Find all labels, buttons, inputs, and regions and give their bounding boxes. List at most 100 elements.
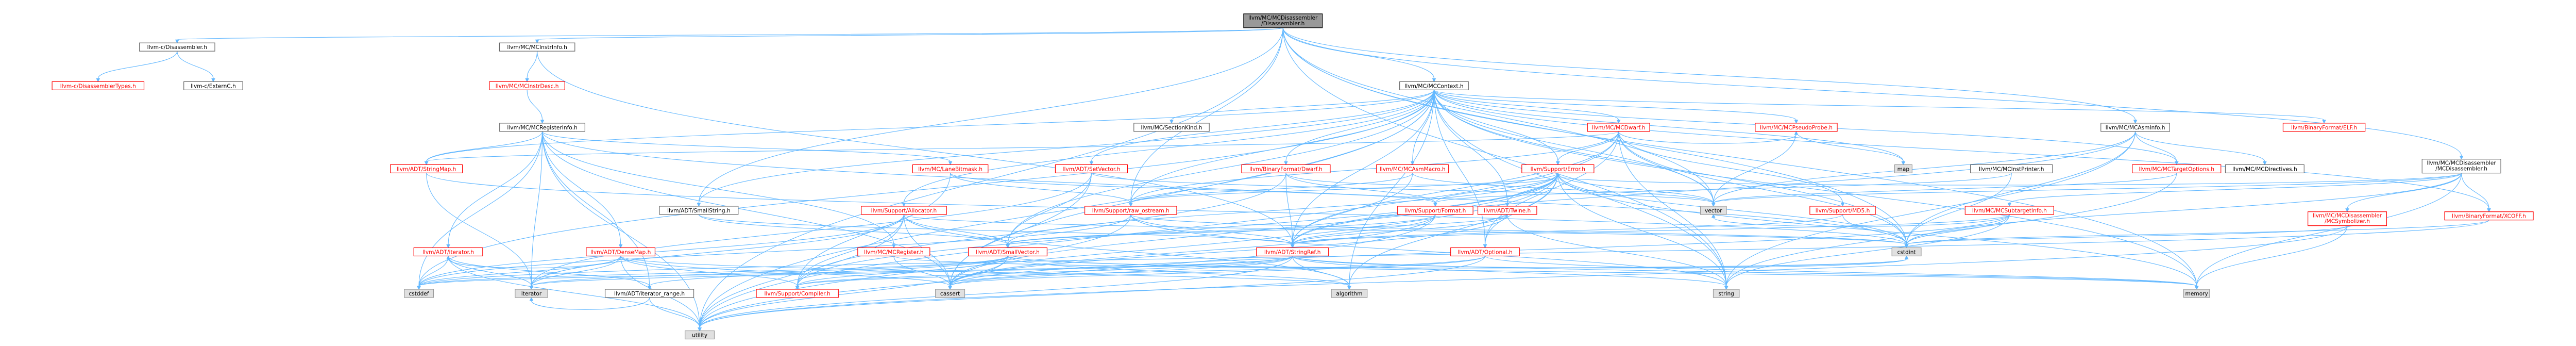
node-mcinstprinter[interactable]: llvm/MC/MCInstPrinter.h <box>1970 164 2053 173</box>
dependency-edge-root-to-memory <box>1282 27 2199 290</box>
node-label: llvm/Support/Format.h <box>1404 208 1466 214</box>
node-cassert: cassert <box>935 289 965 298</box>
node-adt_smallstring[interactable]: llvm/ADT/SmallString.h <box>659 206 739 215</box>
node-mcreginfo[interactable]: llvm/MC/MCRegisterInfo.h <box>499 123 585 132</box>
node-mcinstrdesc[interactable]: llvm/MC/MCInstrDesc.h <box>489 81 565 90</box>
node-mcdis2[interactable]: llvm/MC/MCDisassembler/MCDisassembler.h <box>2421 159 2501 174</box>
node-label: llvm/ADT/iterator.h <box>422 249 474 255</box>
node-adt_iterator[interactable]: llvm/ADT/iterator.h <box>413 247 483 257</box>
node-adt_stringref[interactable]: llvm/ADT/StringRef.h <box>1256 247 1329 257</box>
dependency-edge-mccontext-to-adt_smallstring <box>697 90 1435 207</box>
dependency-edge-mccontext-to-mcsectionkind <box>1170 90 1435 124</box>
node-adt_smallvector[interactable]: llvm/ADT/SmallVector.h <box>968 247 1048 257</box>
dependency-edge-mcdwarf-to-mcpseudoprobe <box>1618 130 1799 144</box>
dependency-edge-root-to-mcasminfo <box>1282 27 2138 124</box>
node-label: llvm/MC/MCDisassembler <box>2427 160 2497 167</box>
node-mccontext[interactable]: llvm/MC/MCContext.h <box>1399 81 1469 90</box>
node-label: llvm/ADT/Twine.h <box>1484 208 1531 214</box>
dependency-edge-c_dis-to-c_distypes <box>96 51 178 83</box>
node-label: /Disassembler.h <box>1261 21 1304 27</box>
node-support_md5[interactable]: llvm/Support/MD5.h <box>1809 206 1876 215</box>
node-label: /MCSymbolizer.h <box>2325 219 2370 225</box>
node-label: llvm/Support/Allocator.h <box>871 208 937 214</box>
dependency-edge-mcsymbolizer-to-utility <box>698 225 2348 332</box>
dependency-edge-mcdwarf-to-utility <box>698 131 1619 332</box>
node-label: llvm-c/ExternC.h <box>191 83 236 89</box>
node-label: llvm/MC/MCRegisterInfo.h <box>507 125 577 131</box>
dependency-edge-adt_smallvector-to-adt_iterrange <box>647 255 1008 290</box>
node-binfmt_dwarf[interactable]: llvm/BinaryFormat/Dwarf.h <box>1241 164 1331 173</box>
dependency-edge-mcdis2-to-binxcoff <box>2461 173 2491 212</box>
node-c_externc[interactable]: llvm-c/ExternC.h <box>183 81 243 90</box>
node-label: llvm/ADT/SmallVector.h <box>976 249 1040 255</box>
node-mcasmmacro[interactable]: llvm/MC/MCAsmMacro.h <box>1376 164 1449 173</box>
node-binxcoff[interactable]: llvm/BinaryFormat/XCOFF.h <box>2444 211 2534 221</box>
node-adt_stringmap[interactable]: llvm/ADT/StringMap.h <box>390 164 463 173</box>
node-label: cstddef <box>409 291 429 297</box>
node-mcinstrinfo[interactable]: llvm/MC/MCInstrInfo.h <box>499 42 575 52</box>
node-label: llvm/Support/Compiler.h <box>764 291 830 297</box>
node-box <box>1133 123 1210 132</box>
dependency-edge-support_error-to-memory <box>1557 173 2199 290</box>
node-label: iterator <box>521 291 542 297</box>
node-mcasminfo[interactable]: llvm/MC/MCAsmInfo.h <box>2100 123 2170 132</box>
node-mctargetoptions[interactable]: llvm/MC/MCTargetOptions.h <box>2132 164 2222 173</box>
node-label: llvm/BinaryFormat/Dwarf.h <box>1249 166 1323 172</box>
node-label: llvm/MC/MCContext.h <box>1404 83 1463 89</box>
node-support_compiler[interactable]: llvm/Support/Compiler.h <box>756 289 839 298</box>
node-box <box>1450 247 1520 257</box>
dependency-edge-adt_optional-to-support_compiler <box>795 255 1486 290</box>
node-c_dis[interactable]: llvm-c/Disassembler.h <box>139 42 215 52</box>
node-box <box>2308 211 2387 226</box>
node-box <box>52 81 145 90</box>
node-box <box>1970 164 2053 173</box>
node-label: llvm/BinaryFormat/ELF.h <box>2291 125 2357 131</box>
node-label: llvm/MC/MCDwarf.h <box>1592 125 1645 131</box>
node-box <box>912 164 989 173</box>
node-box <box>2444 211 2534 221</box>
node-label: memory <box>2185 291 2208 297</box>
node-label: llvm-c/DisassemblerTypes.h <box>60 83 136 89</box>
node-algorithm: algorithm <box>1331 289 1368 298</box>
node-mcsectionkind[interactable]: llvm/MC/SectionKind.h <box>1133 123 1210 132</box>
node-box <box>1084 206 1177 215</box>
node-mcdwarf[interactable]: llvm/MC/MCDwarf.h <box>1587 123 1650 132</box>
dependency-edge-root-to-mcdis2 <box>1282 27 2464 160</box>
node-label: llvm/ADT/SetVector.h <box>1063 166 1121 172</box>
node-adt_setvector[interactable]: llvm/ADT/SetVector.h <box>1055 164 1128 173</box>
node-label: llvm/ADT/iterator_range.h <box>614 291 685 297</box>
node-box <box>1397 206 1473 215</box>
node-box <box>1894 164 1912 173</box>
node-label: llvm/ADT/StringMap.h <box>397 166 456 172</box>
node-lanebitmask[interactable]: llvm/MC/LaneBitmask.h <box>912 164 989 173</box>
node-label: /MCDisassembler.h <box>2435 166 2487 172</box>
dependency-edge-support_md5-to-adt_stringref <box>1290 214 1843 249</box>
node-binelf[interactable]: llvm/BinaryFormat/ELF.h <box>2282 123 2366 132</box>
dependency-edge-mcpseudoprobe-to-map <box>1795 131 1906 166</box>
node-string: string <box>1713 289 1740 298</box>
node-mcregister[interactable]: llvm/MC/MCRegister.h <box>857 247 930 257</box>
dependency-edge-adt_twine-to-string <box>1507 214 1728 290</box>
node-mcsymbolizer[interactable]: llvm/MC/MCDisassembler/MCSymbolizer.h <box>2308 211 2387 226</box>
node-c_distypes[interactable]: llvm-c/DisassemblerTypes.h <box>52 81 145 90</box>
node-support_rawostream[interactable]: llvm/Support/raw_ostream.h <box>1084 206 1177 215</box>
dependency-edge-adt_stringref-to-memory <box>1292 255 2199 290</box>
node-box <box>685 330 715 340</box>
node-support_alloc[interactable]: llvm/Support/Allocator.h <box>861 206 947 215</box>
node-box <box>586 247 656 257</box>
node-support_format[interactable]: llvm/Support/Format.h <box>1397 206 1473 215</box>
node-mcdirectives[interactable]: llvm/MC/MCDirectives.h <box>2225 164 2304 173</box>
node-box <box>1477 206 1537 215</box>
node-label: llvm/MC/MCDisassembler <box>1248 15 1318 21</box>
node-mcsubtarget[interactable]: llvm/MC/MCSubtargetInfo.h <box>1964 206 2054 215</box>
node-adt_densemap[interactable]: llvm/ADT/DenseMap.h <box>586 247 656 257</box>
node-adt_optional[interactable]: llvm/ADT/Optional.h <box>1450 247 1520 257</box>
dependency-edge-adt_iterrange-to-iterator <box>529 296 650 310</box>
node-box <box>861 206 947 215</box>
node-mcpseudoprobe[interactable]: llvm/MC/MCPseudoProbe.h <box>1755 123 1838 132</box>
node-adt_twine[interactable]: llvm/ADT/Twine.h <box>1477 206 1537 215</box>
node-adt_iterrange[interactable]: llvm/ADT/iterator_range.h <box>604 289 694 298</box>
node-support_error[interactable]: llvm/Support/Error.h <box>1521 164 1595 173</box>
dependency-edge-mcdis2-to-vector <box>1711 173 2462 207</box>
